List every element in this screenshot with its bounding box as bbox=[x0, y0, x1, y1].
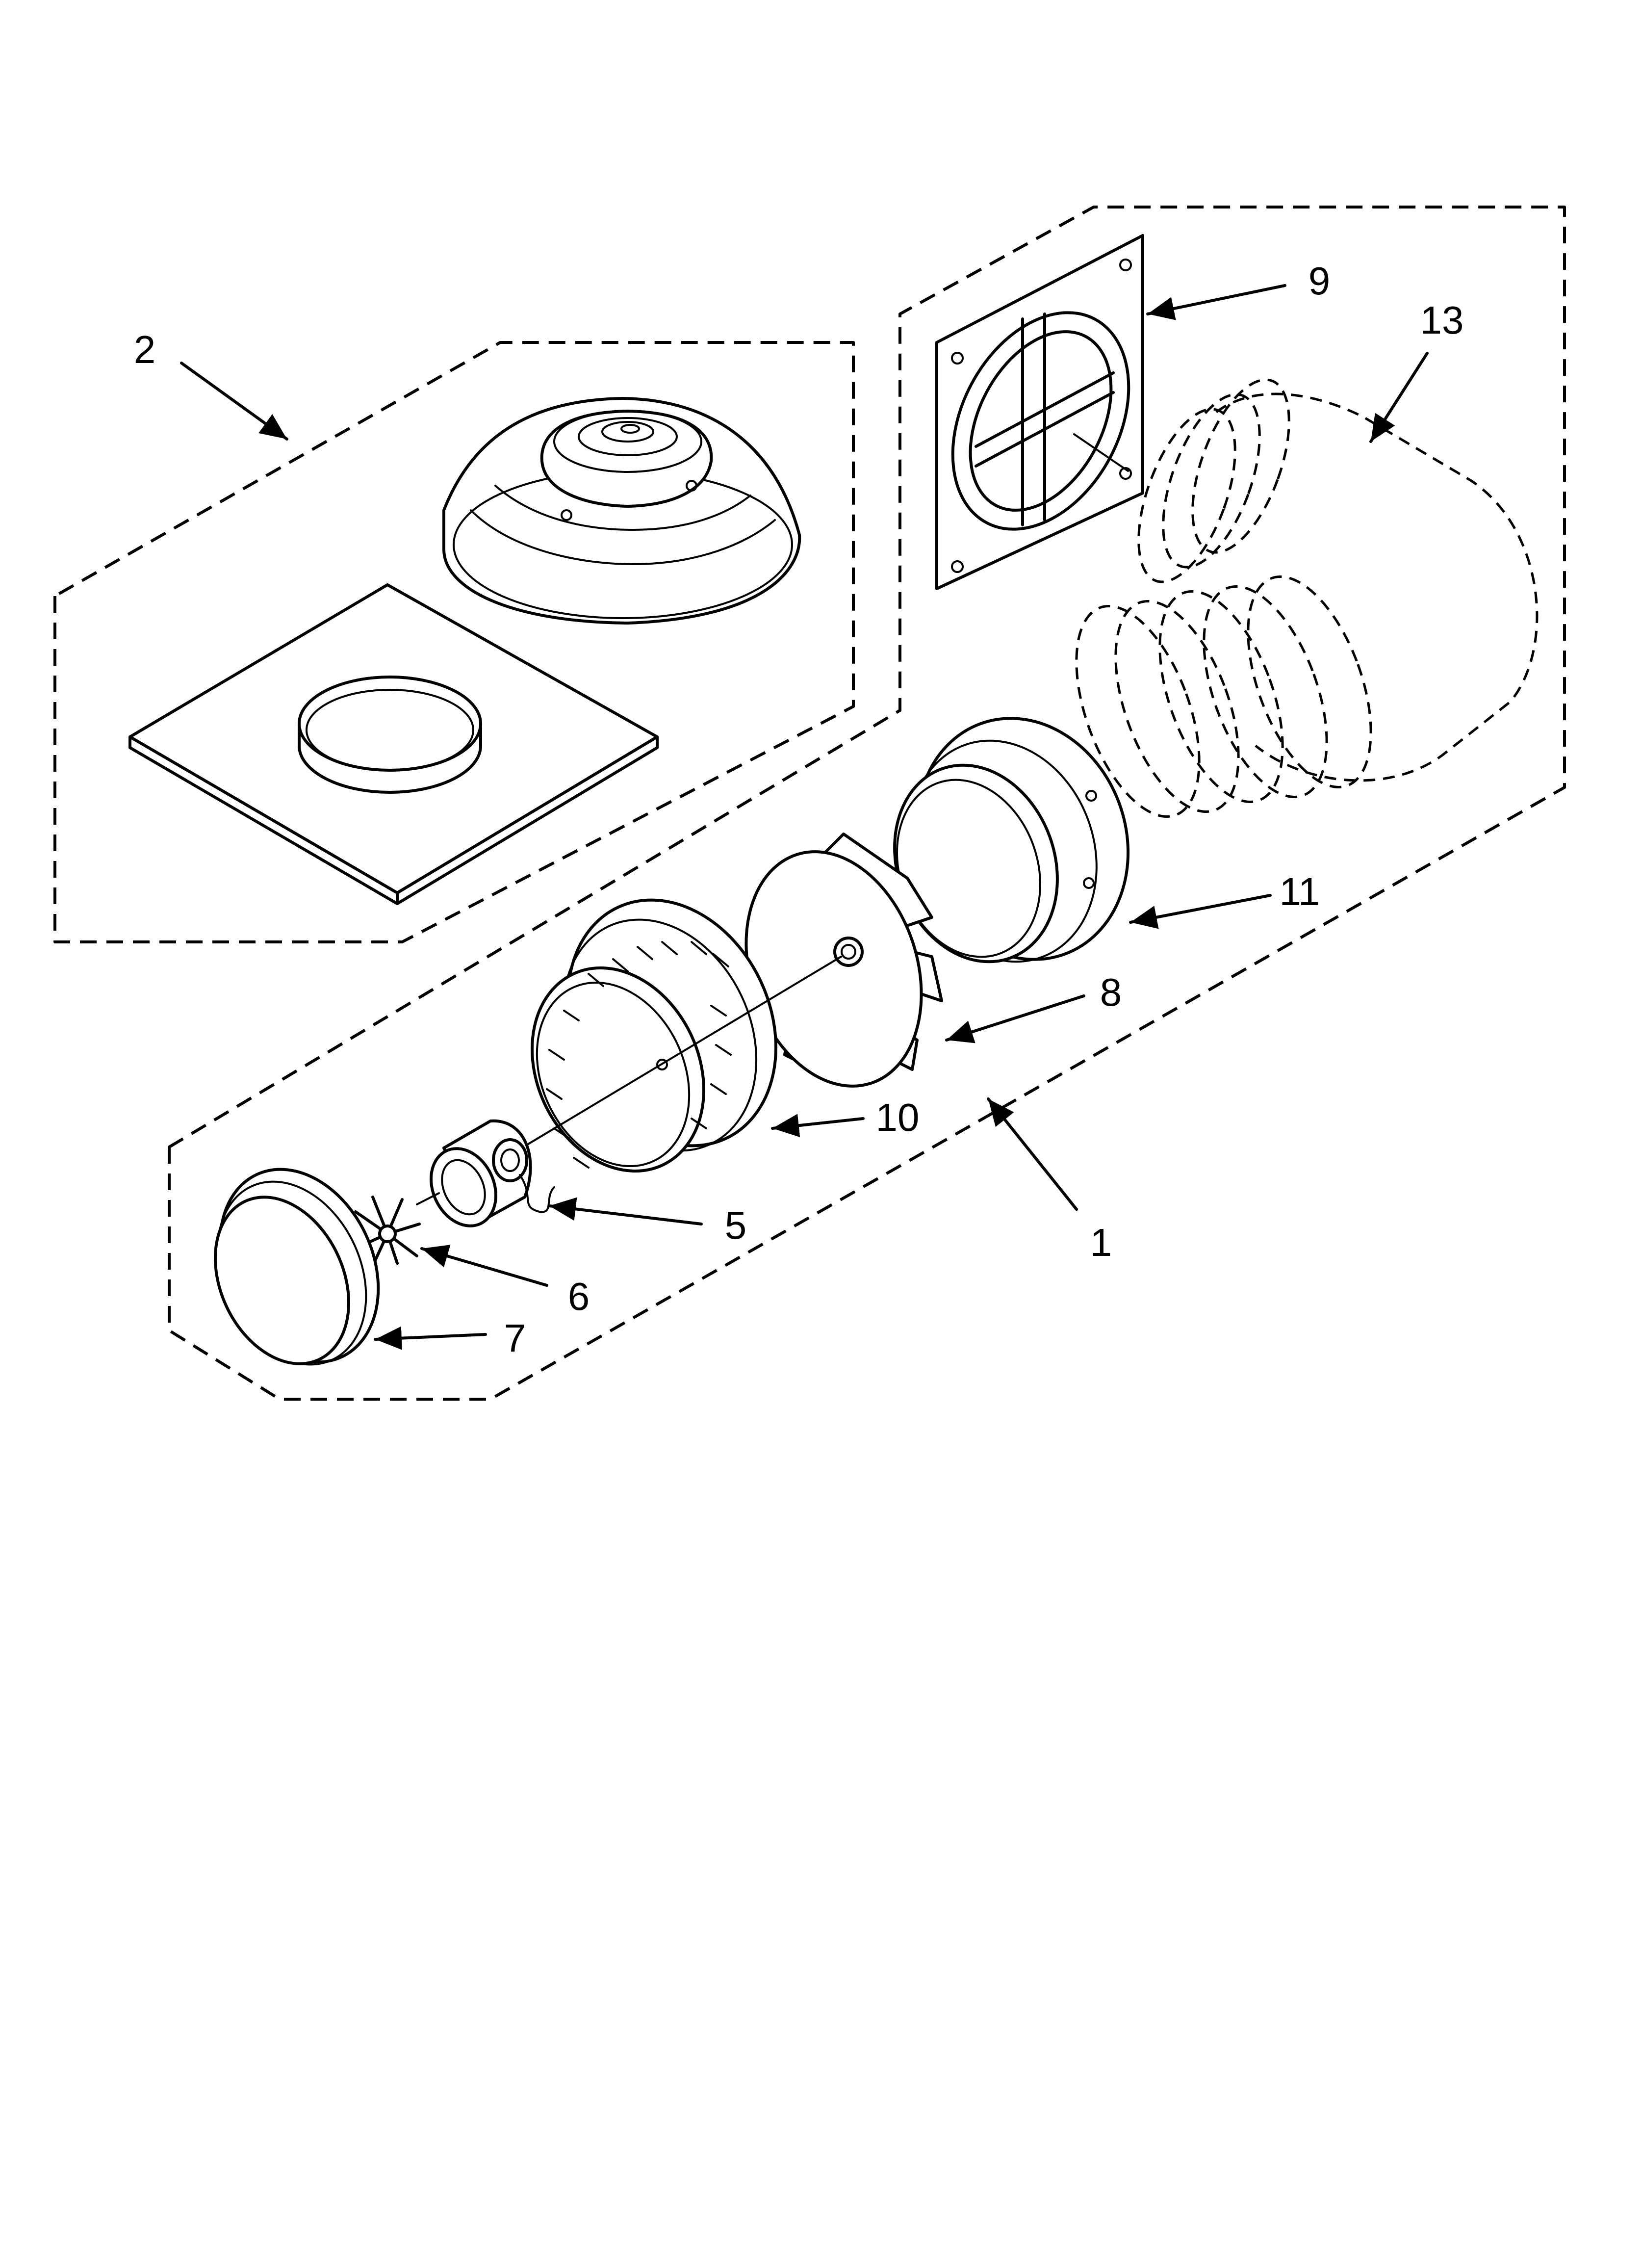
callout-13: 13 bbox=[1420, 298, 1464, 342]
end-cap-cover bbox=[214, 1168, 380, 1366]
group-2-roof-cap-outline bbox=[53, 341, 855, 943]
impeller-fan-blade bbox=[744, 833, 943, 1088]
leader-5 bbox=[548, 1197, 703, 1225]
leader-1 bbox=[987, 1097, 1078, 1211]
leader-13 bbox=[1369, 352, 1429, 443]
duct-collar-ring bbox=[893, 717, 1130, 964]
callout-2: 2 bbox=[134, 328, 156, 371]
callout-1: 1 bbox=[1090, 1221, 1112, 1264]
cooling-fan bbox=[354, 1196, 421, 1267]
callout-9: 9 bbox=[1308, 259, 1331, 303]
blower-motor bbox=[416, 1119, 555, 1227]
roof-flashing-plate bbox=[128, 583, 659, 905]
leader-7 bbox=[374, 1326, 487, 1350]
callout-6: 6 bbox=[568, 1275, 590, 1318]
wall-plate-grille bbox=[935, 234, 1144, 590]
callout-7: 7 bbox=[504, 1316, 526, 1360]
leader-8 bbox=[945, 994, 1085, 1043]
leader-9 bbox=[1146, 284, 1286, 320]
leader-10 bbox=[771, 1114, 865, 1138]
leader-arrows bbox=[180, 284, 1429, 1350]
callout-5: 5 bbox=[725, 1203, 747, 1247]
leader-6 bbox=[420, 1245, 548, 1287]
leader-11 bbox=[1129, 894, 1272, 929]
group-1-vent-assembly-outline bbox=[168, 206, 1566, 1401]
callout-11: 11 bbox=[1279, 870, 1320, 913]
leader-2 bbox=[180, 362, 288, 441]
callout-10: 10 bbox=[876, 1095, 920, 1139]
roof-cap-dome bbox=[442, 397, 801, 625]
callout-8: 8 bbox=[1100, 970, 1122, 1014]
motor-mount-cage bbox=[531, 898, 777, 1173]
callout-labels: 2 9 13 11 8 10 5 1 6 7 bbox=[134, 259, 1464, 1360]
flexible-duct-dashed bbox=[1075, 378, 1539, 818]
